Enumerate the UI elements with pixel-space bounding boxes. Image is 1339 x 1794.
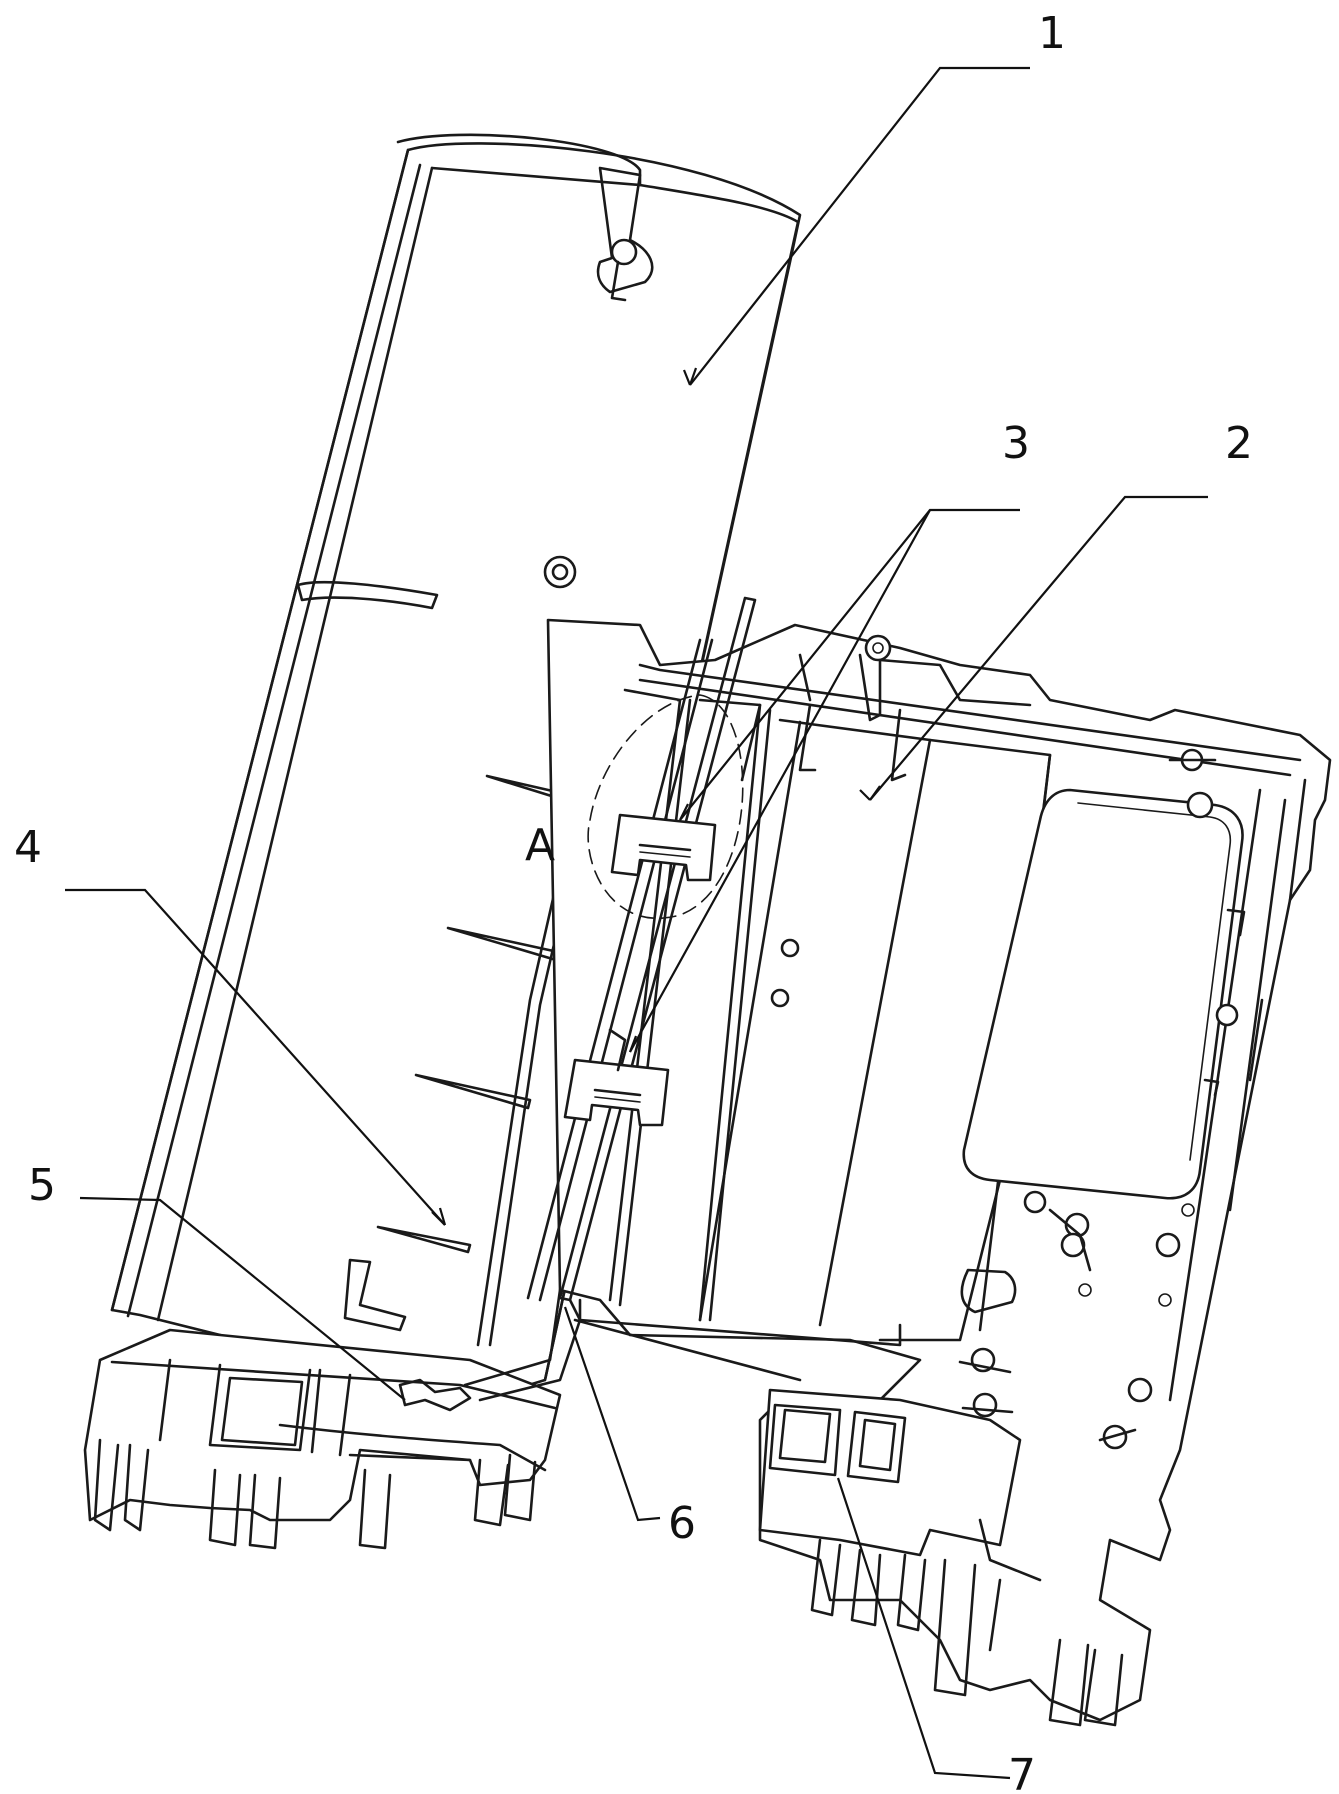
callout-1: 1 [1038,8,1066,59]
right-housing [548,620,1330,1725]
callout-5: 5 [28,1160,56,1211]
callout-7: 7 [1008,1750,1036,1794]
callout-6: 6 [668,1498,696,1549]
callout-2: 2 [1225,418,1253,469]
callout-3: 3 [1002,418,1030,469]
detail-label-a: A [525,820,555,871]
callout-4: 4 [14,822,42,873]
